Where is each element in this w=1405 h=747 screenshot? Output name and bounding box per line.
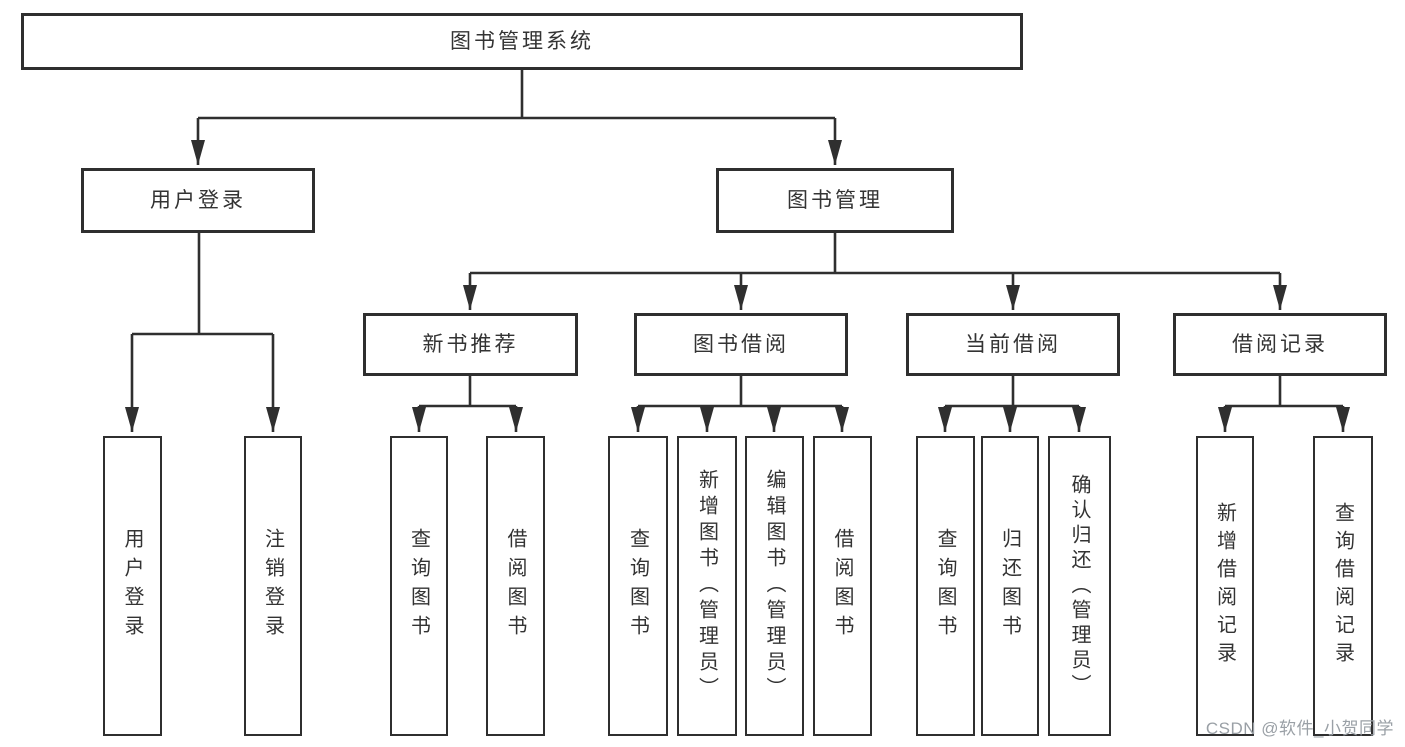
node-root-system: 图书管理系统 xyxy=(21,13,1023,70)
leaf-cb-query-book: 查询图书 xyxy=(916,436,975,736)
node-book-borrowing: 图书借阅 xyxy=(634,313,848,376)
leaf-bb-query-book: 查询图书 xyxy=(608,436,668,736)
leaf-cb-return-book: 归还图书 xyxy=(981,436,1039,736)
leaf-logout: 注销登录 xyxy=(244,436,302,736)
node-user-login: 用户登录 xyxy=(81,168,315,233)
node-new-book-recommendation: 新书推荐 xyxy=(363,313,578,376)
leaf-br-query-record: 查询借阅记录 xyxy=(1313,436,1373,736)
leaf-bb-edit-book-admin: 编辑图书（管理员） xyxy=(745,436,804,736)
leaf-user-login: 用户登录 xyxy=(103,436,162,736)
node-book-management: 图书管理 xyxy=(716,168,954,233)
node-borrowing-records: 借阅记录 xyxy=(1173,313,1387,376)
leaf-br-add-record: 新增借阅记录 xyxy=(1196,436,1254,736)
leaf-rec-borrow-book: 借阅图书 xyxy=(486,436,545,736)
leaf-bb-add-book-admin: 新增图书（管理员） xyxy=(677,436,737,736)
csdn-watermark: CSDN @软件_小贺同学 xyxy=(1205,719,1394,738)
leaf-cb-confirm-return-admin: 确认归还（管理员） xyxy=(1048,436,1111,736)
node-current-borrowing: 当前借阅 xyxy=(906,313,1120,376)
leaf-rec-query-book: 查询图书 xyxy=(390,436,448,736)
leaf-bb-borrow-book: 借阅图书 xyxy=(813,436,872,736)
